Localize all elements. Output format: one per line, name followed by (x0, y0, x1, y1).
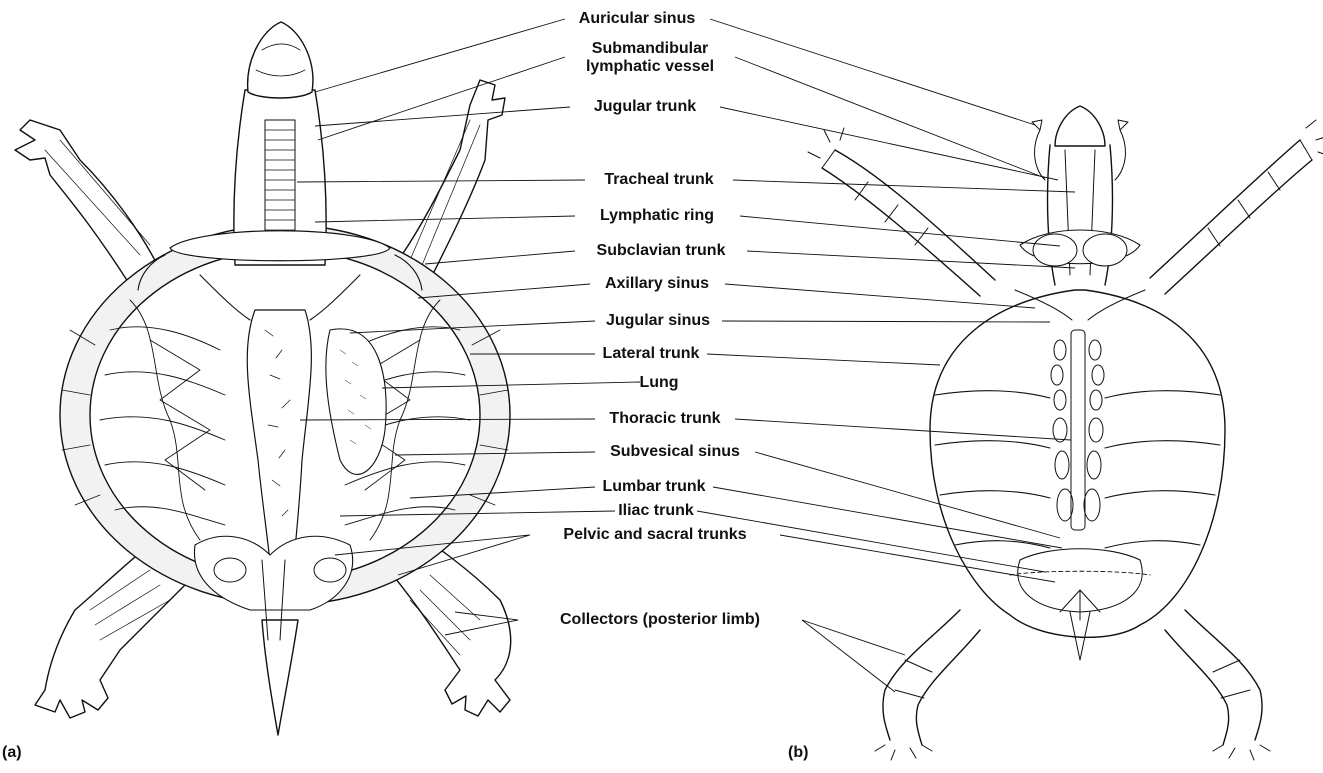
label-axillary-sinus: Axillary sinus (605, 275, 709, 293)
panel-tag-a: (a) (2, 744, 22, 762)
head (248, 22, 313, 98)
label-jugular-trunk: Jugular trunk (594, 98, 696, 116)
label-subclavian-trunk: Subclavian trunk (597, 242, 726, 260)
label-lymphatic-ring: Lymphatic ring (600, 207, 714, 225)
label-pelvic-and-sacral-trunks: Pelvic and sacral trunks (563, 526, 746, 544)
left-fore-limb-outline (822, 150, 995, 296)
label-subvesical-sinus: Subvesical sinus (610, 443, 740, 461)
panel-a-dissection-drawing (15, 22, 511, 735)
head-outline (1055, 106, 1105, 146)
label-tracheal-trunk: Tracheal trunk (604, 171, 713, 189)
label-jugular-sinus: Jugular sinus (606, 312, 710, 330)
label-lung: Lung (639, 374, 678, 392)
label-iliac-trunk: Iliac trunk (618, 502, 694, 520)
left-fore-limb (15, 120, 160, 285)
panel-b-schematic-drawing (808, 106, 1323, 760)
label-lumbar-trunk: Lumbar trunk (602, 478, 705, 496)
left-hind-limb-outline (883, 610, 980, 745)
panel-tag-b: (b) (788, 744, 808, 762)
auricular-sinus-left (1032, 120, 1045, 180)
label-thoracic-trunk: Thoracic trunk (609, 410, 720, 428)
label-auricular-sinus: Auricular sinus (579, 10, 695, 28)
label-lateral-trunk: Lateral trunk (603, 345, 700, 363)
right-hind-limb-outline (1165, 610, 1262, 745)
label-submandibular-lymphatic-vessel: Submandibular lymphatic vessel (586, 40, 714, 76)
auricular-sinus-right (1115, 120, 1128, 180)
label-collectors-posterior-limb: Collectors (posterior limb) (560, 611, 760, 629)
right-fore-limb-outline (1150, 140, 1312, 294)
